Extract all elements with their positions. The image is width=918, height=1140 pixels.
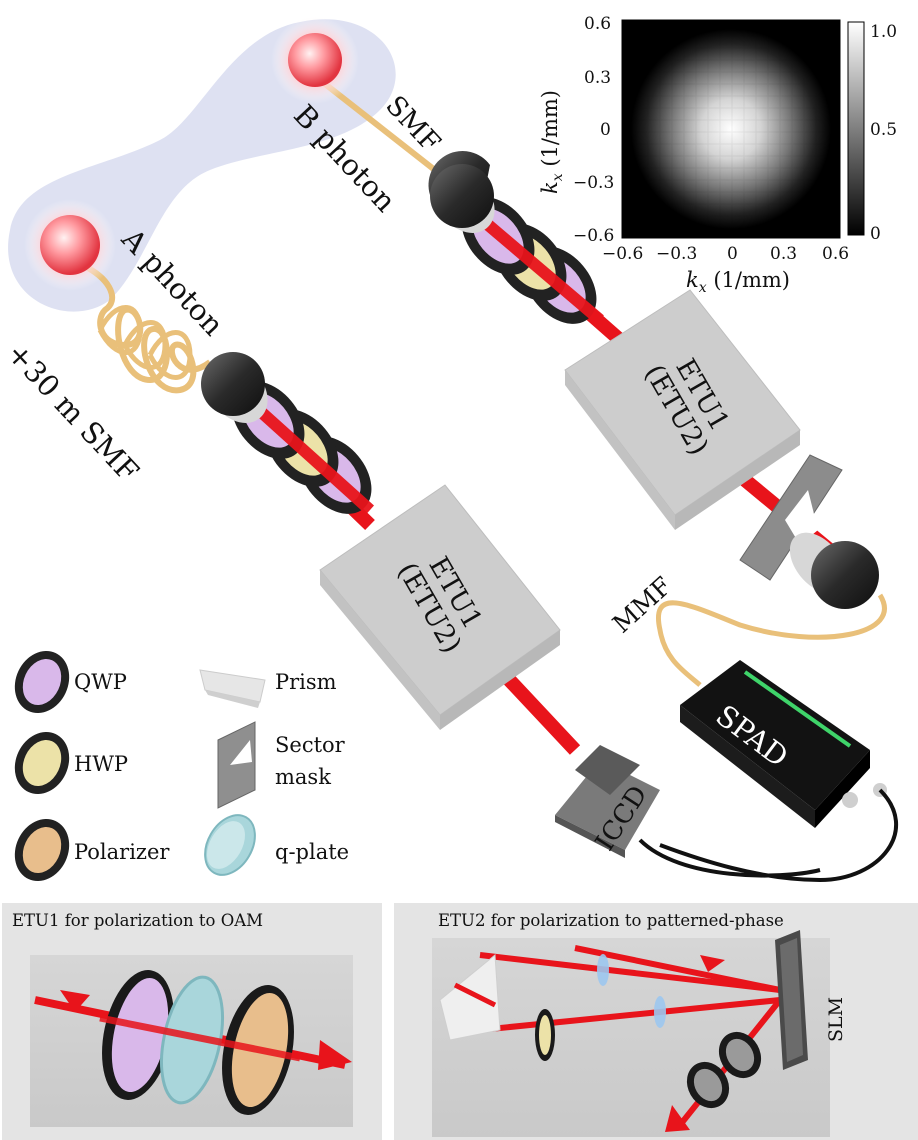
iccd-camera	[555, 745, 660, 858]
inset-xtick-4: 0.6	[822, 244, 850, 264]
inset-ytick-4: −0.6	[573, 226, 615, 246]
etu1-panel-title: ETU1 for polarization to OAM	[12, 911, 264, 930]
iccd-cable	[638, 838, 821, 878]
a-optics-stack	[201, 352, 375, 515]
inset-xlabel: kx (1/mm)	[686, 268, 790, 296]
inset-ylabel-sub: x	[550, 173, 567, 182]
legend-sector-mask-icon	[217, 721, 256, 809]
colorbar-tick-bottom: 0	[870, 224, 881, 244]
legend-hwp-label: HWP	[74, 752, 129, 776]
etu2-panel-bg	[394, 903, 918, 1140]
legend-polarizer-label: Polarizer	[74, 840, 170, 864]
etu-box-b	[564, 289, 801, 530]
legend-sector-mask-label-1: Sector	[275, 733, 345, 757]
collection-dome-b	[789, 532, 879, 609]
etu1-panel-bg	[2, 903, 382, 1140]
legend-qwp-label: QWP	[74, 670, 127, 694]
inset-ytick-3: −0.3	[573, 173, 615, 193]
inset-xlabel-var: k	[686, 268, 699, 292]
mmf-fiber	[656, 593, 887, 687]
legend-q-plate-label: q-plate	[275, 840, 350, 864]
legend-qwp-icon	[14, 650, 70, 714]
beam-a-lower	[494, 665, 581, 755]
inset-xtick-2: 0	[727, 244, 738, 264]
inset-ytick-1: 0.3	[584, 68, 612, 88]
spad-detector	[680, 660, 887, 828]
inset-ylabel-unit: (1/mm)	[538, 90, 562, 174]
inset-ytick-2: 0	[600, 120, 611, 140]
inset-ytick-0: 0.6	[584, 14, 612, 34]
inset-xtick-0: −0.6	[602, 244, 644, 264]
colorbar-tick-top: 1.0	[870, 22, 898, 42]
b-optics-stack	[428, 150, 604, 325]
inset-ylabel: kx (1/mm)	[538, 90, 566, 194]
legend-prism-icon	[199, 669, 266, 708]
colorbar-tick-mid: 0.5	[870, 120, 898, 140]
slm-label: SLM	[825, 996, 847, 1042]
inset-xtick-3: 0.3	[770, 244, 798, 264]
legend-prism-label: Prism	[275, 670, 337, 694]
legend-q-plate-icon	[204, 814, 256, 876]
b-fiber	[318, 77, 447, 181]
sector-mask-b	[739, 454, 843, 581]
inset-xtick-1: −0.3	[656, 244, 698, 264]
b-photon-sphere	[288, 33, 342, 87]
colorbar	[847, 21, 865, 236]
inset-xlabel-unit: (1/mm)	[706, 268, 790, 292]
a-fiber-coil-loops	[97, 305, 193, 380]
legend-sector-mask-label-2: mask	[275, 765, 331, 789]
legend-hwp-icon	[14, 731, 70, 795]
inset-xlabel-sub: x	[698, 280, 707, 297]
etu-box-a	[319, 484, 561, 730]
inset-ylabel-var: k	[538, 181, 562, 194]
inset-plot	[621, 19, 865, 239]
legend-polarizer-icon	[14, 818, 70, 882]
spad-cable	[659, 788, 899, 883]
a-photon-sphere	[40, 215, 100, 275]
etu2-panel-title: ETU2 for polarization to patterned-phase	[438, 911, 784, 930]
